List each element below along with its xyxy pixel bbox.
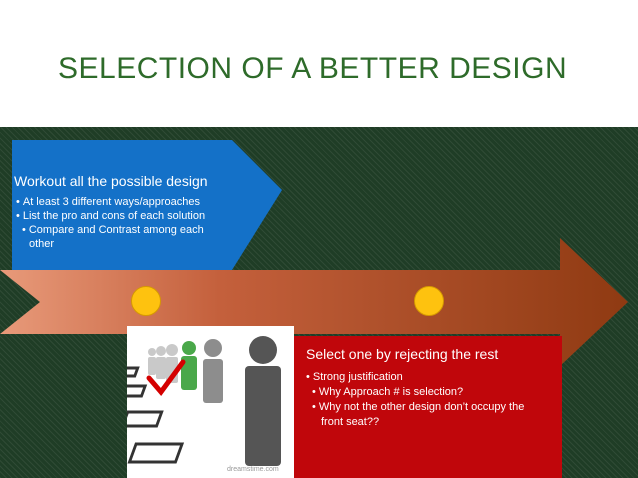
near-figure-1 <box>203 339 223 403</box>
step1-sub-bullet: •Compare and Contrast among each <box>22 224 204 236</box>
step2-box: Select one by rejecting the rest •Strong… <box>294 336 562 478</box>
step1-bullet-list: •At least 3 different ways/approaches •L… <box>12 195 252 251</box>
step2-sub-bullet: •Why not the other design don’t occupy t… <box>312 401 525 413</box>
step1-heading: Workout all the possible design <box>14 173 208 189</box>
near-figure-2 <box>245 336 281 466</box>
background-figures <box>148 344 178 383</box>
step1-dot-icon <box>131 286 161 316</box>
selection-illustration: dreamstime.com <box>127 326 294 478</box>
selected-figure <box>181 341 197 390</box>
step2-sub-bullet-cont: front seat?? <box>321 416 380 428</box>
step2-heading: Select one by rejecting the rest <box>306 346 499 362</box>
step2-dot-icon <box>414 286 444 316</box>
step2-sub-bullet: •Why Approach # is selection? <box>312 386 464 398</box>
step2-bullet: •Strong justification <box>306 371 403 383</box>
slide-title: SELECTION OF A BETTER DESIGN <box>58 52 568 85</box>
checkbox-icon <box>127 366 185 464</box>
step2-bullet-list: •Strong justification •Why Approach # is… <box>294 370 562 430</box>
step1-bullet: •At least 3 different ways/approaches <box>16 196 200 208</box>
watermark: dreamstime.com <box>227 466 279 473</box>
step1-box: Workout all the possible design •At leas… <box>12 165 252 251</box>
header-band <box>0 0 638 127</box>
people-line-icon <box>127 336 281 466</box>
step1-callout-shape <box>12 140 282 270</box>
step1-bullet: •List the pro and cons of each solution <box>16 210 206 222</box>
checkmark-icon <box>146 359 186 397</box>
step1-sub-bullet-cont: other <box>29 238 55 250</box>
